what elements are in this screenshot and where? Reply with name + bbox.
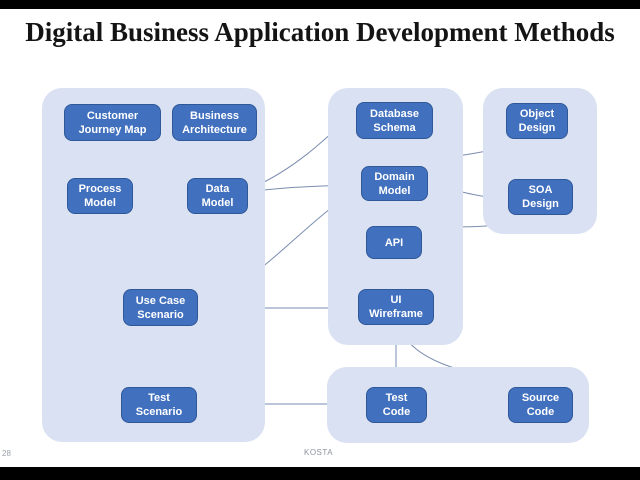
node-object-design: Object Design [506, 103, 568, 139]
page-number: 28 [2, 449, 11, 458]
node-customer-journey-map: Customer Journey Map [64, 104, 161, 141]
node-domain-model: Domain Model [361, 166, 428, 201]
node-soa-design: SOA Design [508, 179, 573, 215]
node-test-scenario: Test Scenario [121, 387, 197, 423]
letterbox-top [0, 0, 640, 9]
node-data-model: Data Model [187, 178, 248, 214]
slide-title: Digital Business Application Development… [25, 17, 615, 47]
node-test-code: Test Code [366, 387, 427, 423]
node-database-schema: Database Schema [356, 102, 433, 139]
node-source-code: Source Code [508, 387, 573, 423]
node-business-architecture: Business Architecture [172, 104, 257, 141]
node-use-case-scenario: Use Case Scenario [123, 289, 198, 326]
brand-label: KOSTA [304, 448, 334, 457]
node-process-model: Process Model [67, 178, 133, 214]
group-analysis-group [42, 88, 265, 442]
letterbox-bottom [0, 467, 640, 480]
node-ui-wireframe: UI Wireframe [358, 289, 434, 325]
node-api: API [366, 226, 422, 259]
